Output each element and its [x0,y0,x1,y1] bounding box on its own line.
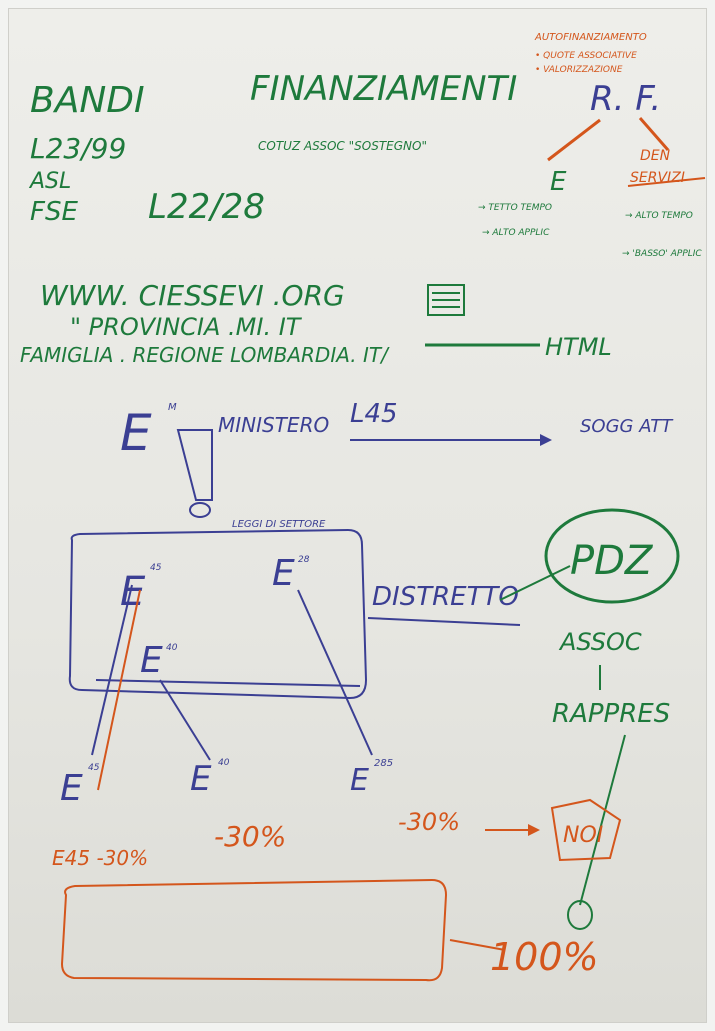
rf-right-bullet-2: → 'BASSO' APPLIC [622,249,702,259]
e-40-mid: E [140,640,163,681]
rappres-line [579,734,626,906]
rf-label: R. F. [590,79,661,119]
e-ministero-sup: M [168,402,177,413]
e-40-bottom-sup: 40 [218,758,230,768]
box-inner-line [95,679,361,687]
auto-note-1: AUTOFINANZIAMENTO [534,32,647,43]
rf-branch-left [547,118,601,162]
minus-30-left: E45 -30% [52,846,148,870]
paper-sheet [8,8,707,1023]
distretto-underline [367,617,521,626]
e-28-top: E [272,553,295,594]
e-40-bottom: E [190,759,212,799]
finanziamenti-sub: COTUZ ASSOC "SOSTEGNO" [258,139,427,153]
bottom-box [60,878,448,982]
line-e45-down [91,584,133,756]
bandi-law: L23/99 [30,132,126,165]
sogg-att-label: SOGG ATT [580,416,674,437]
minus-30-mid: -30% [214,820,286,853]
rf-left-bullet-1: → TETTO TEMPO [478,203,552,213]
arrow-to-noi-head [528,824,540,836]
rf-branch-right [638,117,670,151]
ministero-node [189,502,211,518]
e-45-top-sup: 45 [150,563,162,573]
bandi-fse: FSE [30,197,78,227]
rf-left-bullet-2: → ALTO APPLIC [482,228,550,238]
l45-label: L45 [350,399,398,429]
arrow-to-100 [449,939,506,951]
auto-note-2: • QUOTE ASSOCIATIVE [535,51,637,61]
rf-right-bullet-1: → ALTO TEMPO [625,211,693,221]
noi-shape [550,798,622,862]
auto-note-3: • VALORIZZAZIONE [535,65,623,75]
e-ministero: E [120,404,152,462]
l45-arrow-head [540,434,552,446]
e-285-bottom: E [350,763,369,798]
bottom-node [567,900,593,930]
url-ciessevi: WWW. CIESSEVI .ORG [40,279,345,312]
noi-label: NOI [563,823,603,848]
rappres-label: RAPPRES [552,699,670,729]
ministero-label: MINISTERO [218,413,329,437]
e-40-mid-sup: 40 [166,643,178,653]
url-provincia: " PROVINCIA .MI. IT [70,313,303,341]
e-285-bottom-sup: 285 [374,758,393,769]
rf-underline [627,177,706,187]
orange-line-e45 [97,589,141,791]
leggi-settore-label: LEGGI DI SETTORE [232,519,326,530]
law-22-28: L22/28 [148,187,265,227]
hundred-percent: 100% [490,935,599,979]
e-45-bottom: E [60,768,83,809]
e-45-top: E [120,569,146,615]
pdz-label: PDZ [570,538,654,584]
rf-den: DEN [640,148,671,164]
pdz-circle [544,508,680,604]
finanziamenti-title: FINANZIAMENTI [250,69,517,109]
assoc-label: ASSOC [558,628,642,656]
e-28-top-sup: 28 [298,555,310,565]
bandi-asl: ASL [28,169,71,194]
document-icon [427,284,465,316]
ministero-connector [176,429,213,501]
url-regione: FAMIGLIA . REGIONE LOMBARDIA. IT/ [20,343,390,367]
bandi-title: BANDI [30,80,145,121]
rf-e-left: E [550,167,567,197]
distretto-arrow [499,565,571,601]
line-e28-down [297,589,373,756]
leggi-settore-box [68,528,368,700]
url-html: HTML [545,333,612,361]
e-45-bottom-sup: 45 [88,763,100,773]
minus-30-right: -30% [398,808,460,836]
distretto-label: DISTRETTO [372,582,519,612]
line-e40-down [159,679,211,761]
